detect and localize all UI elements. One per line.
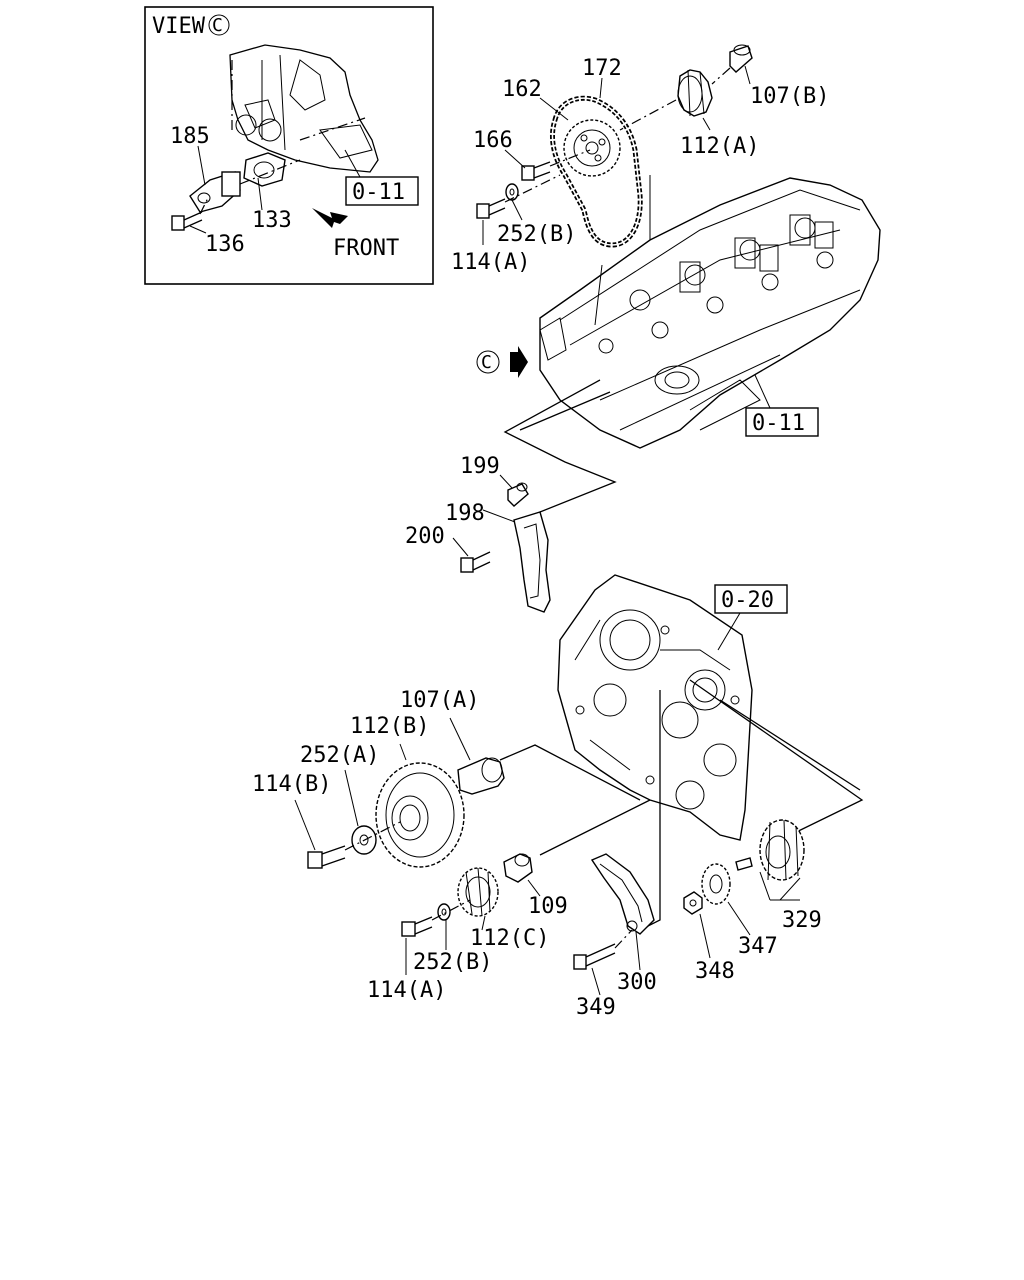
callout-112b: 112(B) <box>350 714 429 739</box>
callout-199: 199 <box>460 454 500 479</box>
timing-chain-172 <box>550 95 643 248</box>
cylinder-head <box>539 175 881 449</box>
callout-252a: 252(A) <box>300 743 379 768</box>
callout-114a-bot: 114(A) <box>367 978 446 1003</box>
callout-348: 348 <box>695 959 735 984</box>
callout-198: 198 <box>445 501 485 526</box>
callout-133: 133 <box>252 208 292 233</box>
callout-329: 329 <box>782 908 822 933</box>
callout-300: 300 <box>617 970 657 995</box>
inset-block-outline <box>229 44 379 173</box>
callout-200: 200 <box>405 524 445 549</box>
inset-bolt-136 <box>171 197 209 231</box>
bushing-109 <box>503 853 533 883</box>
inset-ref-label: 0-11 <box>352 180 405 205</box>
callout-349: 349 <box>576 995 616 1020</box>
bolt-200 <box>460 551 491 573</box>
bolt-114b <box>307 821 401 869</box>
callout-185: 185 <box>170 124 210 149</box>
callout-252b-bot: 252(B) <box>413 950 492 975</box>
callout-114a-top: 114(A) <box>451 250 530 275</box>
ref-box-cyl-head <box>745 407 819 437</box>
bolt-114a-bot <box>401 899 471 937</box>
sprocket-347 <box>701 863 731 905</box>
idler-gear-112b <box>375 762 465 868</box>
gear-112c <box>457 867 499 917</box>
callout-166: 166 <box>473 128 513 153</box>
callout-347: 347 <box>738 934 778 959</box>
callout-107b: 107(B) <box>750 84 829 109</box>
pin-329 <box>735 857 753 871</box>
washer-252b-bot <box>437 903 451 921</box>
view-c-marker-text: C <box>481 352 492 373</box>
callout-107a: 107(A) <box>400 688 479 713</box>
bolt-166 <box>521 149 591 181</box>
callout-136: 136 <box>205 232 245 257</box>
inset-view-c: VIEW C <box>144 6 434 285</box>
pin-199 <box>507 482 529 507</box>
washer-252b-top <box>505 183 519 201</box>
callout-112a: 112(A) <box>680 134 759 159</box>
inset-ref-box <box>345 176 419 206</box>
callout-114b: 114(B) <box>252 772 331 797</box>
gear-329 <box>759 819 805 881</box>
front-arrow-icon <box>312 208 348 228</box>
inset-view-label: VIEW <box>152 14 206 39</box>
ref-label-cyl-head: 0-11 <box>752 411 805 436</box>
view-c-marker: C <box>476 346 528 378</box>
ref-box-front-cover <box>714 584 788 614</box>
chain-guide-198 <box>513 511 551 613</box>
inset-view-marker-circle <box>208 14 230 36</box>
callout-112c: 112(C) <box>470 926 549 951</box>
callout-252b-top: 252(B) <box>497 222 576 247</box>
tensioner-lever-300 <box>590 853 655 935</box>
bushing-107b <box>711 44 753 85</box>
inset-front-label: FRONT <box>333 236 399 261</box>
cam-sprocket-162 <box>563 119 621 177</box>
inset-tensioner-185 <box>189 159 301 213</box>
front-cover <box>557 574 753 841</box>
callout-172: 172 <box>582 56 622 81</box>
nut-348 <box>683 891 703 915</box>
ref-label-front-cover: 0-20 <box>721 588 774 613</box>
gear-112a <box>619 69 713 131</box>
bolt-349 <box>573 929 633 970</box>
view-c-arrow-icon <box>510 346 528 378</box>
bushing-107a <box>457 757 505 795</box>
inset-gasket-133 <box>243 152 286 187</box>
bolt-114a-top <box>476 174 561 219</box>
callout-109: 109 <box>528 894 568 919</box>
inset-view-marker: C <box>212 15 223 36</box>
callout-162: 162 <box>502 77 542 102</box>
